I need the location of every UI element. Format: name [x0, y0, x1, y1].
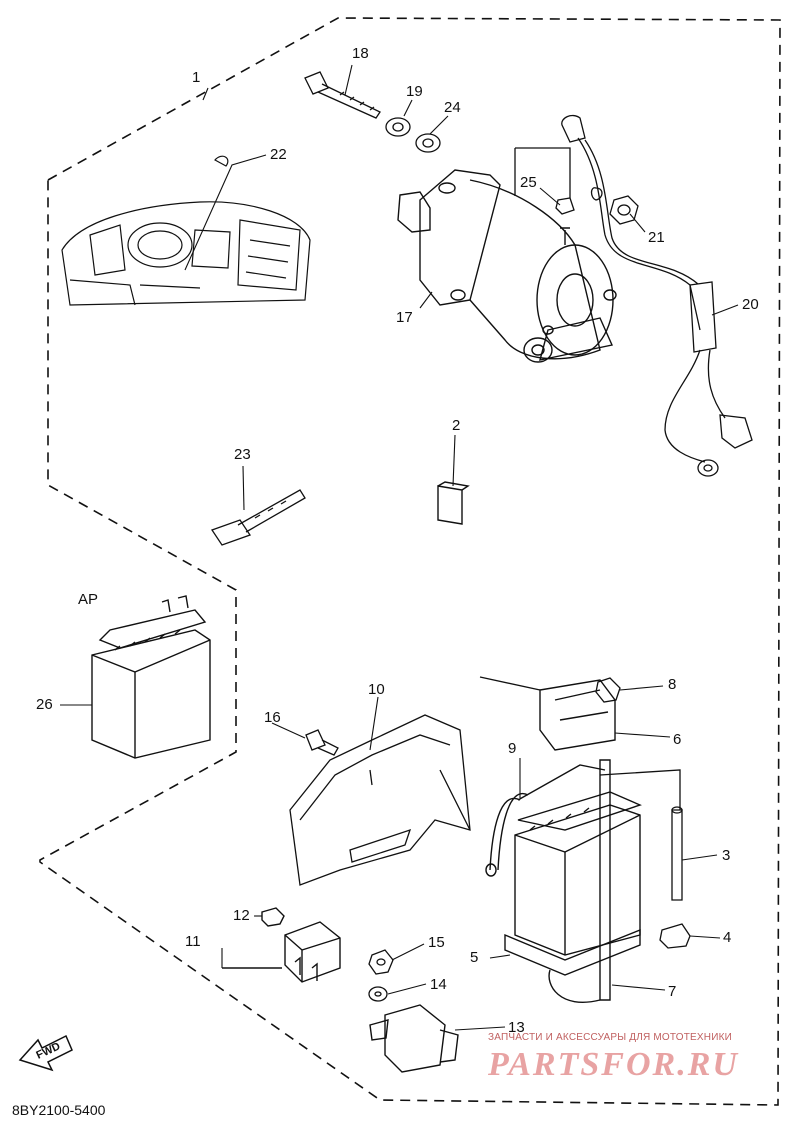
- callout-16: 16: [264, 709, 281, 726]
- callout-18: 18: [352, 45, 369, 62]
- leader-lines: [60, 64, 739, 1031]
- callout-6: 6: [673, 731, 682, 748]
- callout-8: 8: [668, 676, 677, 693]
- nut-8-drawing: [595, 677, 621, 703]
- engine-housing-drawing: [61, 155, 311, 306]
- relay-drawing: [222, 907, 341, 983]
- watermark-tagline: ЗАПЧАСТИ И АКСЕССУАРЫ ДЛЯ МОТОТЕХНИКИ: [488, 1032, 733, 1043]
- callout-7: 7: [668, 983, 677, 1000]
- callout-22: 22: [270, 146, 287, 163]
- diagram-code: 8BY2100-5400: [12, 1102, 106, 1118]
- callout-2: 2: [452, 417, 461, 434]
- callout-20: 20: [742, 296, 759, 313]
- callout-10: 10: [368, 681, 385, 698]
- callout-14: 14: [430, 976, 447, 993]
- bolt-16-drawing: [305, 729, 339, 756]
- callout-1: 1: [192, 69, 201, 86]
- callout-3: 3: [722, 847, 731, 864]
- starter-motor-drawing: [397, 169, 617, 363]
- callout-15: 15: [428, 934, 445, 951]
- callout-5: 5: [470, 949, 479, 966]
- rod-3-drawing: [479, 676, 691, 949]
- variant-ap-label: AP: [78, 591, 99, 608]
- callout-21: 21: [648, 229, 665, 246]
- battery-ap-drawing: [91, 595, 211, 759]
- watermark-brand: PARTSFOR.RU: [488, 1046, 739, 1083]
- bracket-10-drawing: [289, 714, 471, 886]
- callout-25: 25: [520, 174, 537, 191]
- battery-5-drawing: [485, 679, 642, 1003]
- callout-11: 11: [185, 933, 201, 950]
- starter-cable-drawing: [561, 114, 753, 477]
- callout-23: 23: [234, 446, 251, 463]
- nuts-14-15-drawing: [368, 949, 394, 1002]
- callout-9: 9: [508, 740, 517, 757]
- part-2-drawing: [437, 481, 470, 525]
- fwd-arrow-icon: [18, 1034, 73, 1072]
- cable-tie-drawing: [210, 489, 306, 546]
- fasteners-top: [304, 71, 639, 225]
- callout-24: 24: [444, 99, 461, 116]
- callout-4: 4: [723, 929, 732, 946]
- starter-relay-drawing: [369, 1004, 459, 1073]
- callout-13: 13: [508, 1019, 525, 1036]
- assembly-boundary: [39, 17, 781, 1106]
- callout-17: 17: [396, 309, 413, 326]
- callout-12: 12: [233, 907, 250, 924]
- callout-26: 26: [36, 696, 53, 713]
- callout-19: 19: [406, 83, 423, 100]
